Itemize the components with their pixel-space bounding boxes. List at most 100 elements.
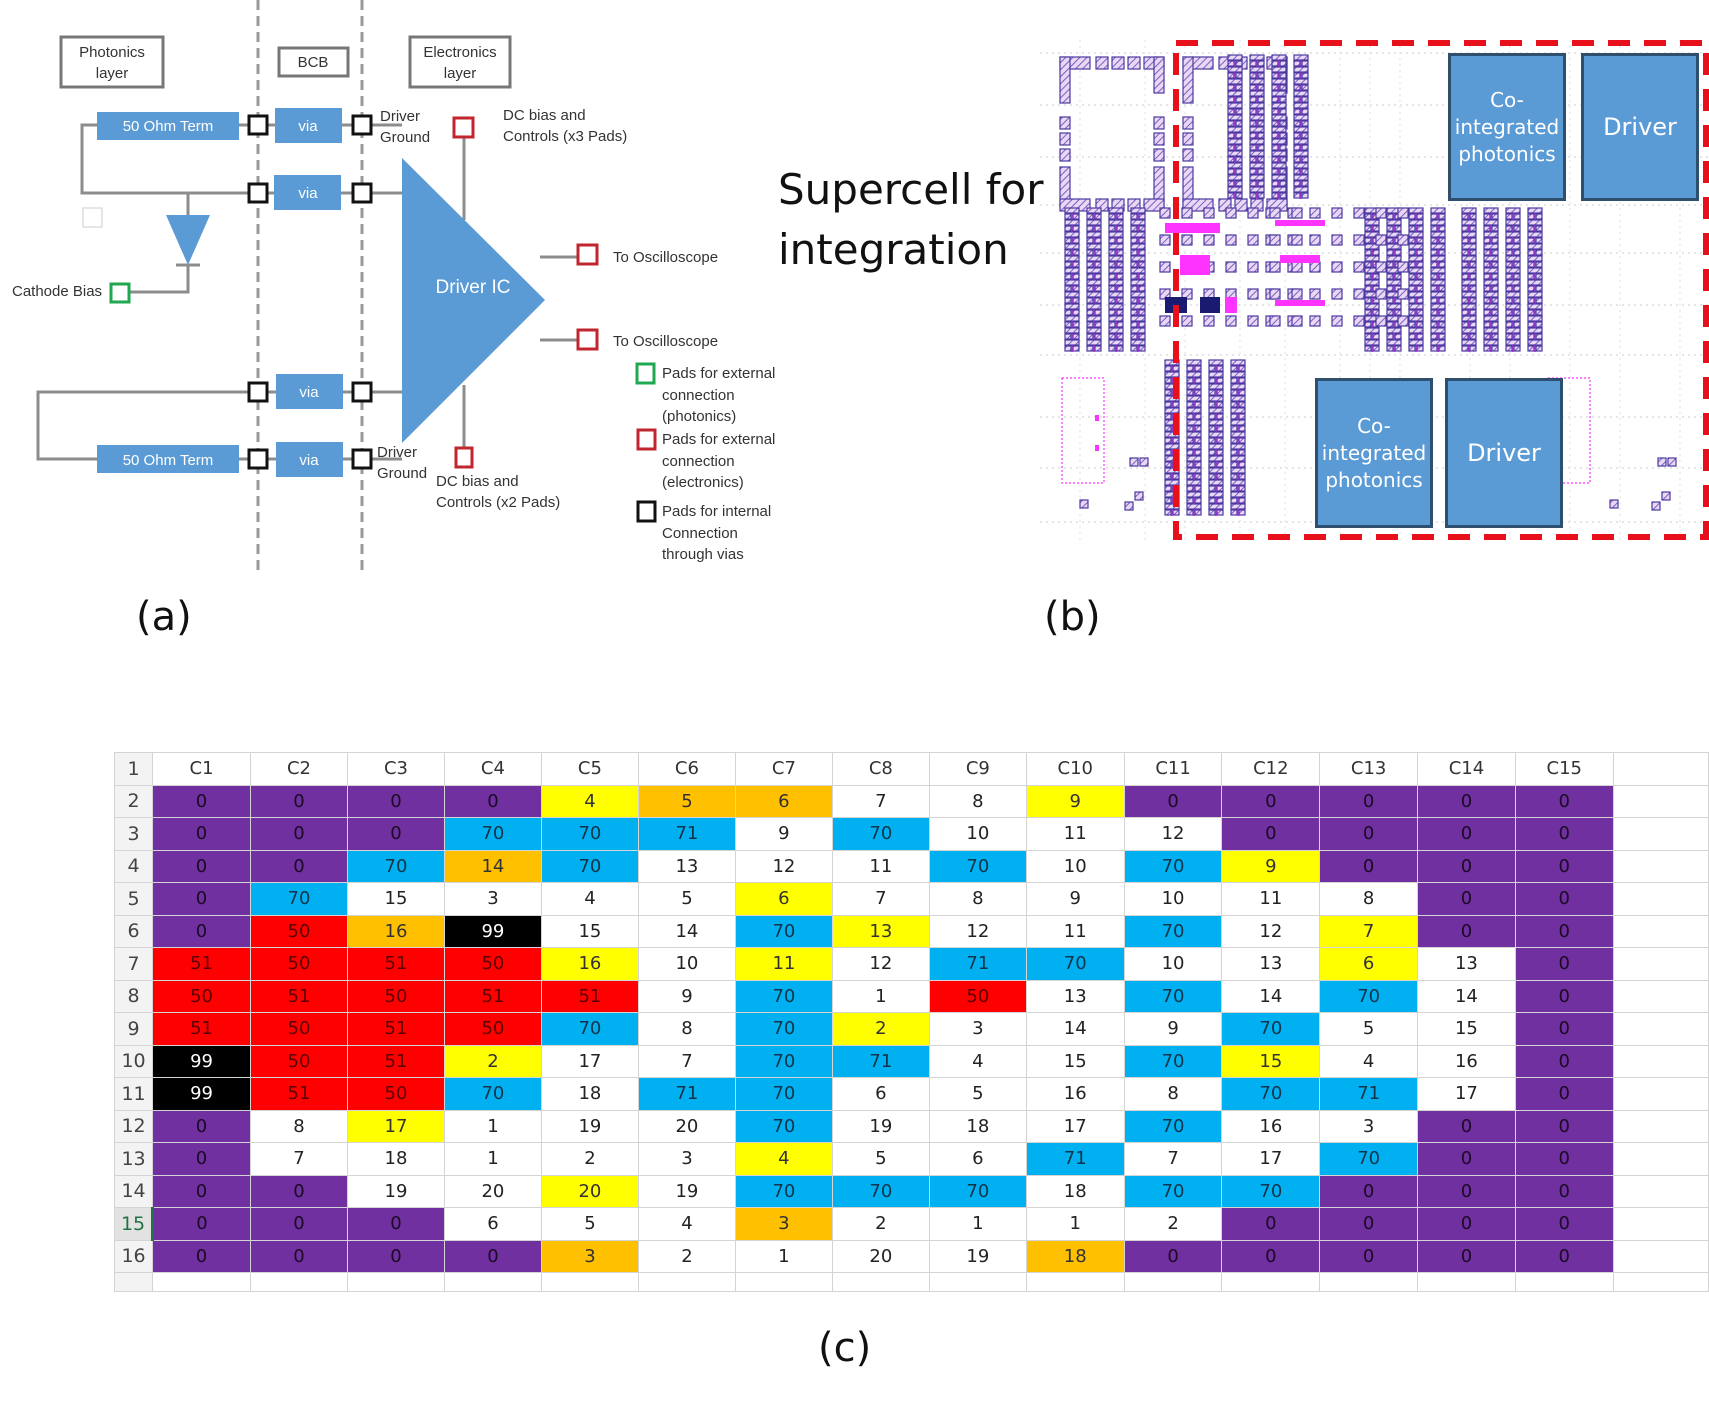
table-cell-overflow[interactable] [1612,1207,1709,1241]
table-cell[interactable]: 51 [152,947,251,981]
table-cell[interactable]: 0 [346,784,445,818]
table-cell[interactable]: 0 [346,1239,445,1273]
table-cell[interactable]: 0 [1417,1109,1516,1143]
table-cell[interactable]: 0 [1514,1077,1614,1111]
table-cell[interactable]: 0 [152,784,251,818]
table-cell[interactable]: 0 [1514,882,1614,916]
table-cell-empty[interactable] [1612,1272,1709,1292]
table-cell[interactable]: 3 [637,1142,736,1176]
column-header-overflow[interactable] [1612,752,1709,786]
table-cell-overflow[interactable] [1612,882,1709,916]
column-header-c6[interactable]: C6 [637,752,736,786]
table-cell[interactable]: 0 [1514,1239,1614,1273]
table-cell-empty[interactable] [1514,1272,1614,1292]
table-cell[interactable]: 1 [928,1207,1027,1241]
table-cell[interactable]: 50 [443,947,542,981]
column-header-c13[interactable]: C13 [1319,752,1419,786]
table-cell[interactable]: 13 [1417,947,1516,981]
row-header[interactable]: 1 [113,752,154,786]
table-cell[interactable]: 50 [928,979,1027,1013]
row-header-empty[interactable] [113,1272,154,1292]
table-cell[interactable]: 0 [152,1239,251,1273]
table-cell[interactable]: 99 [443,914,542,948]
table-cell[interactable]: 7 [1123,1142,1223,1176]
column-header-c9[interactable]: C9 [928,752,1027,786]
table-cell[interactable]: 51 [346,1012,445,1046]
table-cell-empty[interactable] [831,1272,930,1292]
table-cell-empty[interactable] [734,1272,833,1292]
table-cell[interactable]: 16 [1417,1044,1516,1078]
row-header[interactable]: 9 [113,1012,154,1046]
row-header[interactable]: 4 [113,849,154,883]
table-cell[interactable]: 0 [1514,1174,1614,1208]
column-header-c8[interactable]: C8 [831,752,930,786]
table-cell[interactable]: 0 [1417,882,1516,916]
table-cell[interactable]: 20 [540,1174,639,1208]
table-cell-empty[interactable] [928,1272,1027,1292]
table-cell[interactable]: 70 [734,1174,833,1208]
row-header[interactable]: 16 [113,1239,154,1273]
table-cell[interactable]: 0 [1319,784,1419,818]
table-cell[interactable]: 0 [1514,1207,1614,1241]
table-cell[interactable]: 51 [443,979,542,1013]
table-cell[interactable]: 17 [1221,1142,1321,1176]
table-cell-overflow[interactable] [1612,784,1709,818]
table-cell[interactable]: 18 [1025,1239,1125,1273]
table-cell[interactable]: 0 [152,1174,251,1208]
table-cell[interactable]: 8 [637,1012,736,1046]
table-cell[interactable]: 20 [637,1109,736,1143]
table-cell[interactable]: 0 [1514,1044,1614,1078]
table-cell[interactable]: 13 [1221,947,1321,981]
table-cell[interactable]: 15 [540,914,639,948]
table-cell[interactable]: 1 [443,1142,542,1176]
table-cell[interactable]: 4 [540,784,639,818]
table-cell[interactable]: 70 [734,1044,833,1078]
table-cell[interactable]: 70 [1319,979,1419,1013]
table-cell[interactable]: 7 [249,1142,348,1176]
table-cell[interactable]: 12 [928,914,1027,948]
table-cell-overflow[interactable] [1612,979,1709,1013]
column-header-c14[interactable]: C14 [1417,752,1516,786]
table-cell[interactable]: 0 [1221,1239,1321,1273]
row-header[interactable]: 10 [113,1044,154,1078]
table-cell[interactable]: 11 [1025,914,1125,948]
table-cell[interactable]: 1 [1025,1207,1125,1241]
table-cell[interactable]: 8 [249,1109,348,1143]
table-cell[interactable]: 70 [249,882,348,916]
table-cell[interactable]: 8 [1123,1077,1223,1111]
table-cell[interactable]: 5 [928,1077,1027,1111]
row-header[interactable]: 8 [113,979,154,1013]
column-header-c5[interactable]: C5 [540,752,639,786]
table-cell[interactable]: 11 [831,849,930,883]
table-cell[interactable]: 0 [152,1207,251,1241]
row-header[interactable]: 5 [113,882,154,916]
table-cell[interactable]: 71 [1319,1077,1419,1111]
table-cell[interactable]: 70 [928,1174,1027,1208]
table-cell[interactable]: 16 [1025,1077,1125,1111]
table-cell[interactable]: 18 [346,1142,445,1176]
table-cell[interactable]: 6 [443,1207,542,1241]
table-cell[interactable]: 71 [831,1044,930,1078]
table-cell[interactable]: 70 [831,817,930,851]
table-cell[interactable]: 20 [443,1174,542,1208]
row-header[interactable]: 14 [113,1174,154,1208]
table-cell[interactable]: 20 [831,1239,930,1273]
table-cell-empty[interactable] [1123,1272,1223,1292]
table-cell[interactable]: 9 [637,979,736,1013]
table-cell[interactable]: 17 [540,1044,639,1078]
table-cell[interactable]: 14 [637,914,736,948]
table-cell[interactable]: 5 [540,1207,639,1241]
row-header[interactable]: 11 [113,1077,154,1111]
table-cell-overflow[interactable] [1612,849,1709,883]
table-cell[interactable]: 14 [1221,979,1321,1013]
table-cell[interactable]: 70 [1123,979,1223,1013]
table-cell[interactable]: 11 [1221,882,1321,916]
table-cell[interactable]: 15 [1221,1044,1321,1078]
table-cell[interactable]: 0 [152,1109,251,1143]
table-cell[interactable]: 0 [1221,817,1321,851]
table-cell[interactable]: 0 [152,914,251,948]
table-cell[interactable]: 3 [734,1207,833,1241]
table-cell[interactable]: 16 [1221,1109,1321,1143]
table-cell[interactable]: 0 [1221,1207,1321,1241]
table-cell[interactable]: 71 [1025,1142,1125,1176]
